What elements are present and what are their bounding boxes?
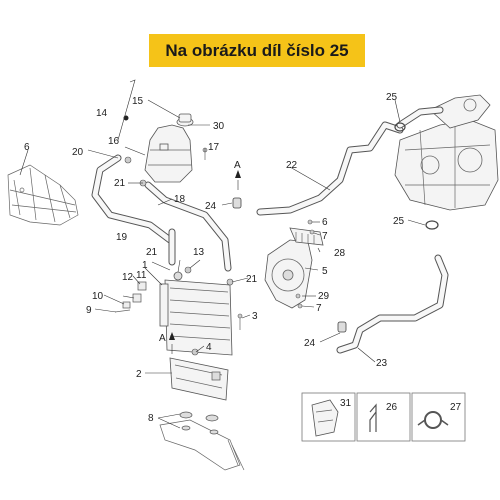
callout-24a: 24 xyxy=(205,201,217,212)
detail-box-26 xyxy=(356,392,411,442)
arrow-marker-a-upper xyxy=(235,170,241,178)
callout-8: 8 xyxy=(148,413,154,424)
callout-5: 5 xyxy=(322,266,328,277)
callout-21b: 21 xyxy=(146,247,158,258)
part-number-banner: Na obrázku díl číslo 25 xyxy=(149,34,365,67)
callout-22: 22 xyxy=(286,160,298,171)
callout-18: 18 xyxy=(174,194,186,205)
radiator-part xyxy=(159,271,233,356)
frame-part xyxy=(7,164,79,226)
expansion-tank-part xyxy=(144,113,194,183)
callout-15: 15 xyxy=(132,96,144,107)
callout-16: 16 xyxy=(108,136,120,147)
fan-part xyxy=(264,227,324,309)
clamp-25-lower-part xyxy=(425,220,439,230)
callout-6a: 6 xyxy=(24,142,30,153)
leader-lines xyxy=(19,79,426,429)
callout-23: 23 xyxy=(376,358,388,369)
callout-1: 1 xyxy=(142,260,148,271)
callout-6b: 6 xyxy=(322,217,328,228)
callout-25b: 25 xyxy=(393,216,405,227)
callout-31: 31 xyxy=(340,398,352,409)
radiator-cover-part xyxy=(169,357,229,401)
callout-24b: 24 xyxy=(304,338,316,349)
arrow-marker-a-lower xyxy=(169,332,175,340)
callout-10: 10 xyxy=(92,291,104,302)
callout-26: 26 xyxy=(386,402,398,413)
callout-2: 2 xyxy=(136,369,142,380)
callout-25a: 25 xyxy=(386,92,398,103)
clamp-24-lower-part xyxy=(337,321,347,333)
callout-14: 14 xyxy=(96,108,108,119)
detail-box-27 xyxy=(411,392,466,442)
callout-11: 11 xyxy=(136,270,147,281)
engine-part xyxy=(394,94,499,211)
callout-7b: 7 xyxy=(316,303,322,314)
clamp-25-upper-part xyxy=(394,122,406,132)
callout-3: 3 xyxy=(252,311,258,322)
callout-13: 13 xyxy=(193,247,205,258)
callout-28: 28 xyxy=(334,248,346,259)
callout-19: 19 xyxy=(116,232,128,243)
callout-29: 29 xyxy=(318,291,330,302)
callout-21a: 21 xyxy=(114,178,126,189)
radiator-fasteners-part xyxy=(114,281,147,313)
bottom-bracket-part xyxy=(159,411,245,471)
detail-box-31 xyxy=(301,392,356,442)
callout-21c: 21 xyxy=(246,274,258,285)
callout-4: 4 xyxy=(206,342,212,353)
callout-27: 27 xyxy=(450,402,462,413)
callout-9: 9 xyxy=(86,305,92,316)
callout-labels: 14 15 30 16 20 21 18 19 6 25 22 A 24 25 … xyxy=(24,92,462,424)
marker-a-lower: A xyxy=(159,333,166,344)
callout-20: 20 xyxy=(72,147,84,158)
marker-a-upper: A xyxy=(234,160,241,171)
callout-17-visible: 17 xyxy=(208,142,220,153)
callout-12: 12 xyxy=(122,272,134,283)
clamp-24-upper-part xyxy=(232,197,242,209)
callout-7a: 7 xyxy=(322,231,328,242)
callout-30: 30 xyxy=(213,121,225,132)
